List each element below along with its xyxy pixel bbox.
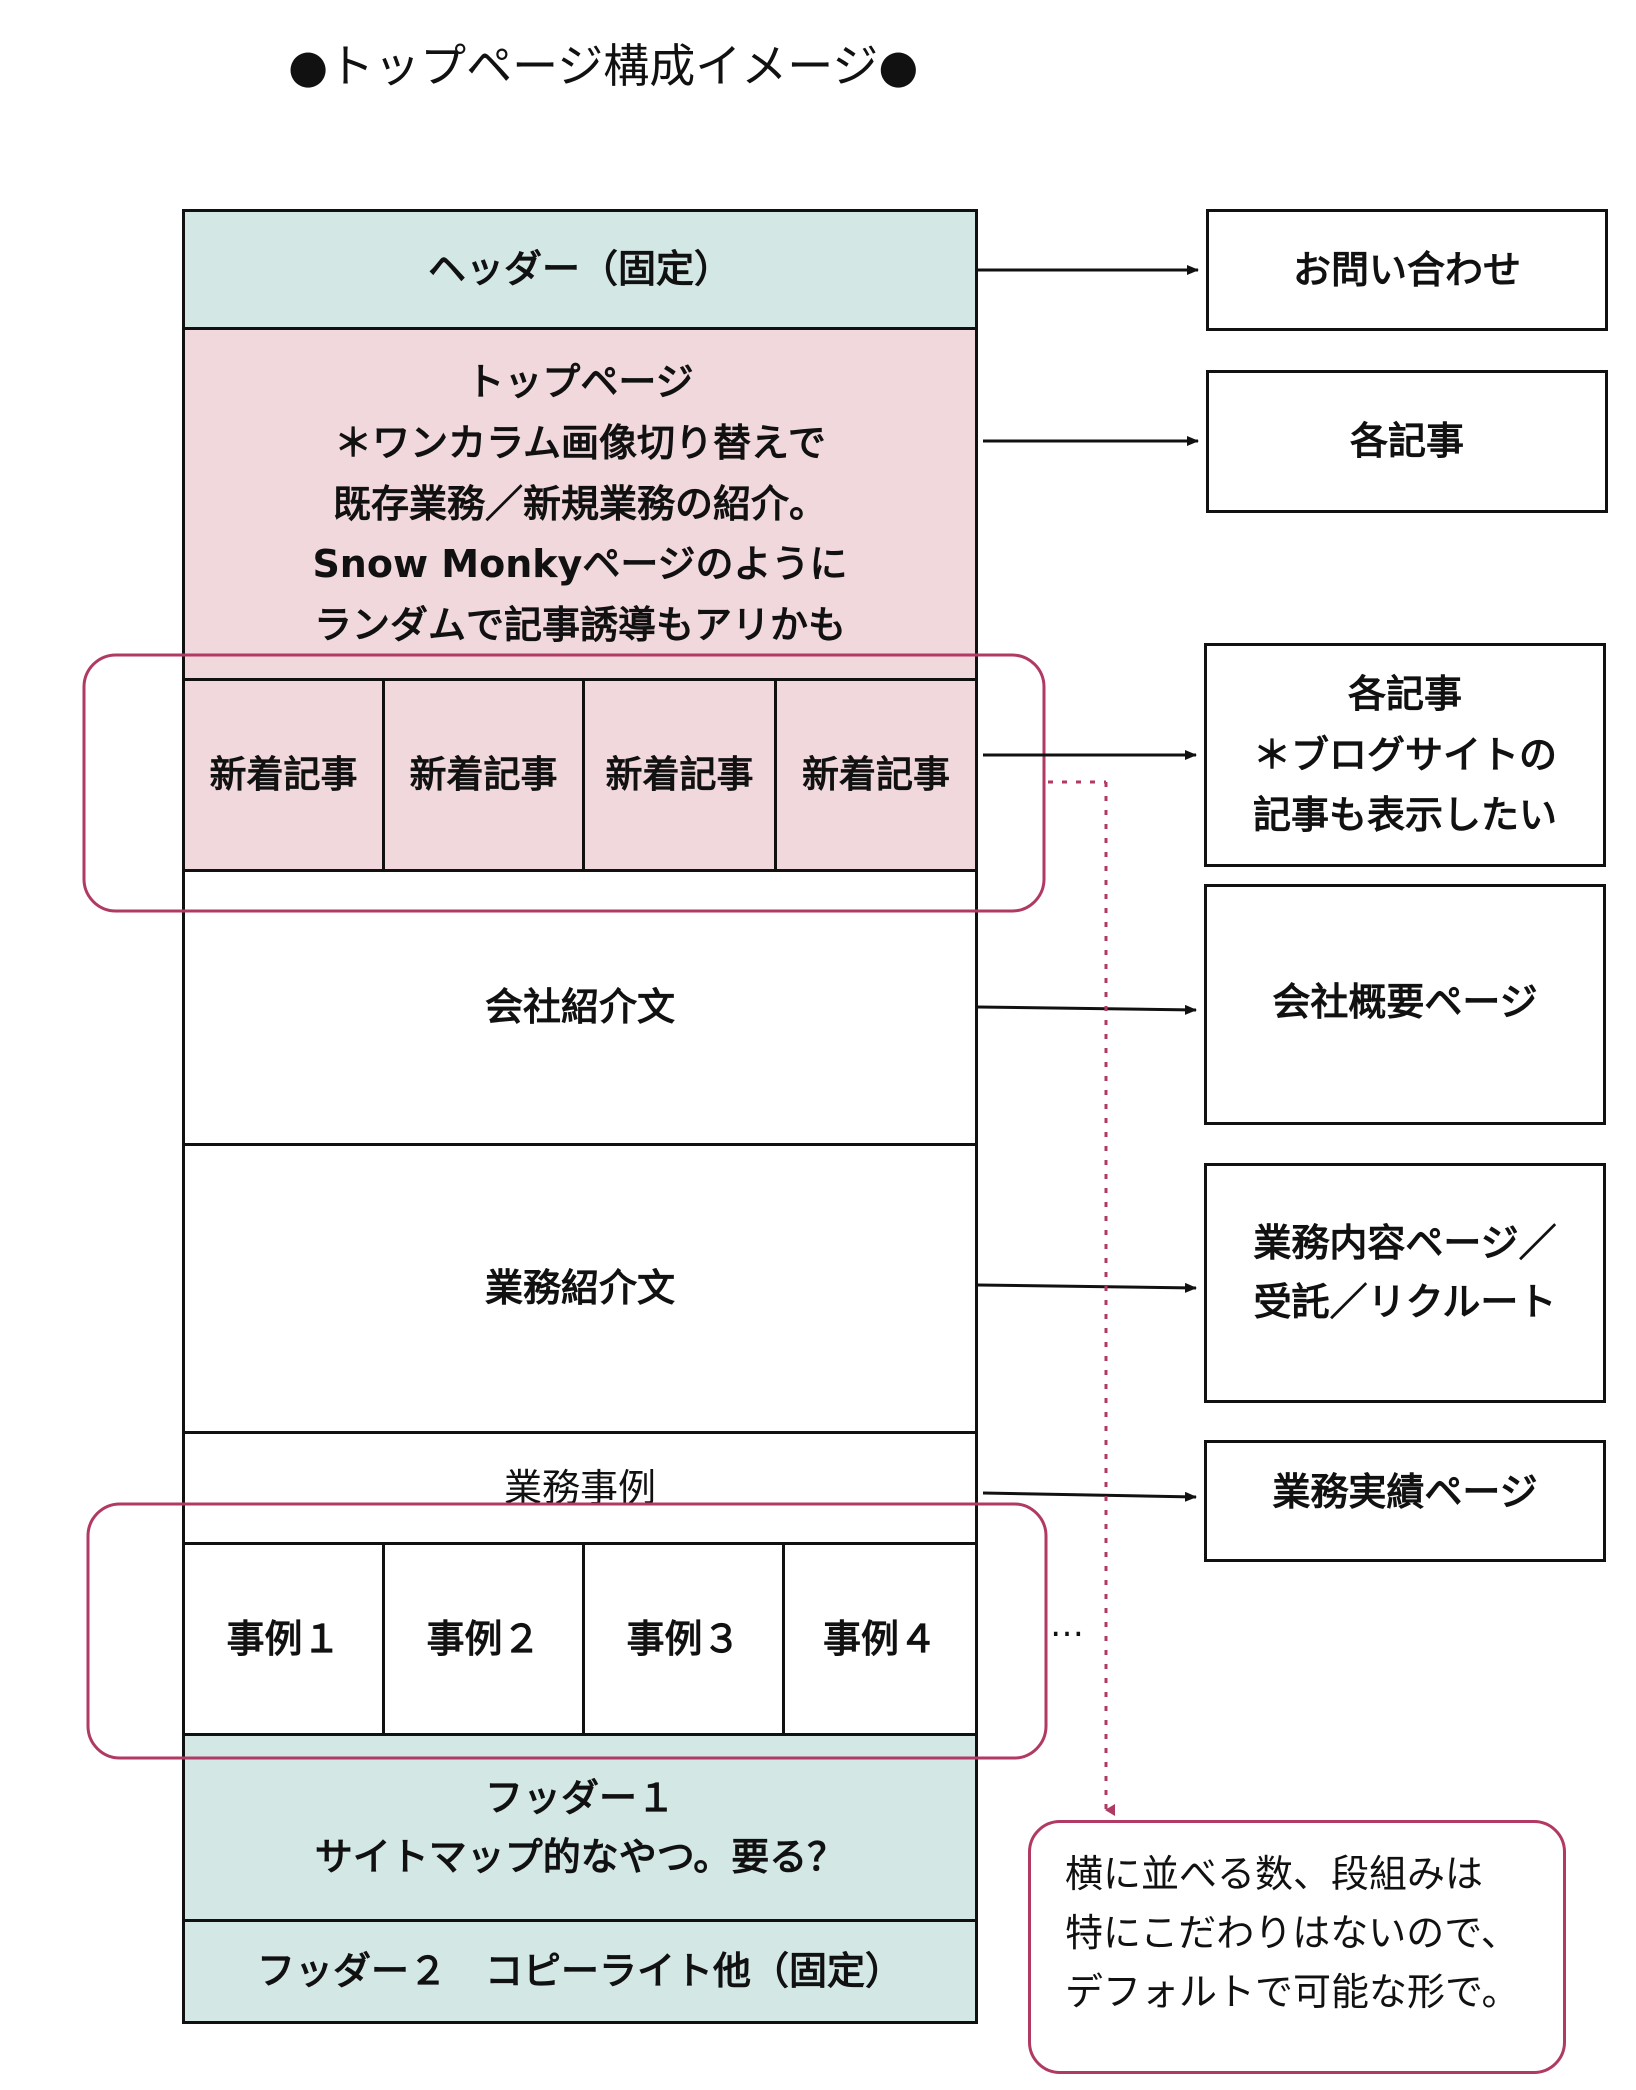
note-line-2: 特にこだわりはないので、 bbox=[1065, 1910, 1519, 1955]
company-page-label: 会社概要ページ bbox=[1272, 980, 1538, 1024]
case-cell-1: 事例１ bbox=[185, 1545, 385, 1733]
top-line-1: トップページ bbox=[466, 360, 694, 404]
results-page-label: 業務実績ページ bbox=[1272, 1470, 1538, 1514]
footer-1-line-2: サイトマップ的なやつ。要る？ bbox=[314, 1834, 846, 1879]
note-line-3: デフォルトで可能な形で。 bbox=[1065, 1969, 1520, 2014]
top-line-2: ＊ワンカラム画像切り替えで bbox=[334, 420, 826, 465]
header-label: ヘッダー（固定） bbox=[427, 247, 732, 291]
company-page-box: 会社概要ページ bbox=[1204, 884, 1606, 1125]
cases-title-block: 業務事例 bbox=[185, 1434, 975, 1542]
ellipsis-text: … bbox=[1050, 1605, 1084, 1645]
company-intro-label: 会社紹介文 bbox=[484, 985, 675, 1029]
top-page-block: トップページ ＊ワンカラム画像切り替えで 既存業務／新規業務の紹介。 Snow … bbox=[185, 330, 975, 678]
blog-line-3: 記事も表示したい bbox=[1252, 793, 1557, 838]
blog-articles-box: 各記事 ＊ブログサイトの 記事も表示したい bbox=[1204, 643, 1606, 867]
contact-label: お問い合わせ bbox=[1292, 247, 1521, 292]
blog-line-1: 各記事 bbox=[1347, 671, 1462, 716]
contact-box: お問い合わせ bbox=[1206, 209, 1608, 331]
arrow-business-to-business-page bbox=[977, 1282, 1197, 1293]
arrow-company-to-company-page bbox=[977, 1004, 1197, 1015]
note-box: 横に並べる数、段組みは 特にこだわりはないので、 デフォルトで可能な形で。 bbox=[1028, 1820, 1566, 2074]
case-cell-4: 事例４ bbox=[822, 1616, 937, 1661]
footer-2-block: フッダー２ コピーライト他（固定） bbox=[185, 1922, 975, 2021]
blog-line-2: ＊ブログサイトの bbox=[1252, 732, 1557, 777]
news-row: 新着記事 新着記事 新着記事 新着記事 bbox=[185, 678, 975, 872]
note-line-1: 横に並べる数、段組みは bbox=[1065, 1852, 1484, 1896]
results-page-box: 業務実績ページ bbox=[1204, 1440, 1606, 1562]
wireframe-column: ヘッダー（固定） トップページ ＊ワンカラム画像切り替えで 既存業務／新規業務の… bbox=[182, 209, 978, 2024]
business-page-box: 業務内容ページ／ 受託／リクルート bbox=[1204, 1163, 1606, 1403]
page-title: ●トップページ構成イメージ● bbox=[288, 39, 919, 93]
top-line-5: ランダムで記事誘導もアリかも bbox=[313, 603, 846, 648]
footer-2-label: フッダー２ コピーライト他（固定） bbox=[256, 1949, 903, 1993]
cases-title-label: 業務事例 bbox=[503, 1465, 656, 1510]
business-intro-block: 業務紹介文 bbox=[185, 1146, 975, 1434]
footer-1-line-1: フッダー１ bbox=[484, 1775, 675, 1820]
company-intro-block: 会社紹介文 bbox=[185, 872, 975, 1146]
header-block: ヘッダー（固定） bbox=[185, 212, 975, 330]
news-cell-4: 新着記事 bbox=[802, 753, 950, 797]
case-cell-3: 事例３ bbox=[585, 1545, 785, 1733]
articles-box: 各記事 bbox=[1206, 370, 1608, 513]
news-cell-1: 新着記事 bbox=[185, 681, 385, 869]
news-cell-3: 新着記事 bbox=[585, 681, 777, 869]
business-intro-label: 業務紹介文 bbox=[484, 1266, 675, 1310]
top-line-3: 既存業務／新規業務の紹介。 bbox=[332, 481, 827, 526]
arrow-cases-to-results-page bbox=[982, 1491, 1197, 1502]
articles-label: 各記事 bbox=[1349, 419, 1464, 464]
news-cell-2: 新着記事 bbox=[385, 681, 585, 869]
footer-1-block: フッダー１ サイトマップ的なやつ。要る？ bbox=[185, 1736, 975, 1922]
top-line-4: Snow Monkyページのように bbox=[312, 542, 848, 587]
business-page-line-2: 受託／リクルート bbox=[1253, 1279, 1557, 1324]
business-page-line-1: 業務内容ページ／ bbox=[1253, 1221, 1557, 1265]
case-cell-2: 事例２ bbox=[385, 1545, 585, 1733]
cases-row: 事例１ 事例２ 事例３ 事例４ bbox=[185, 1542, 975, 1736]
